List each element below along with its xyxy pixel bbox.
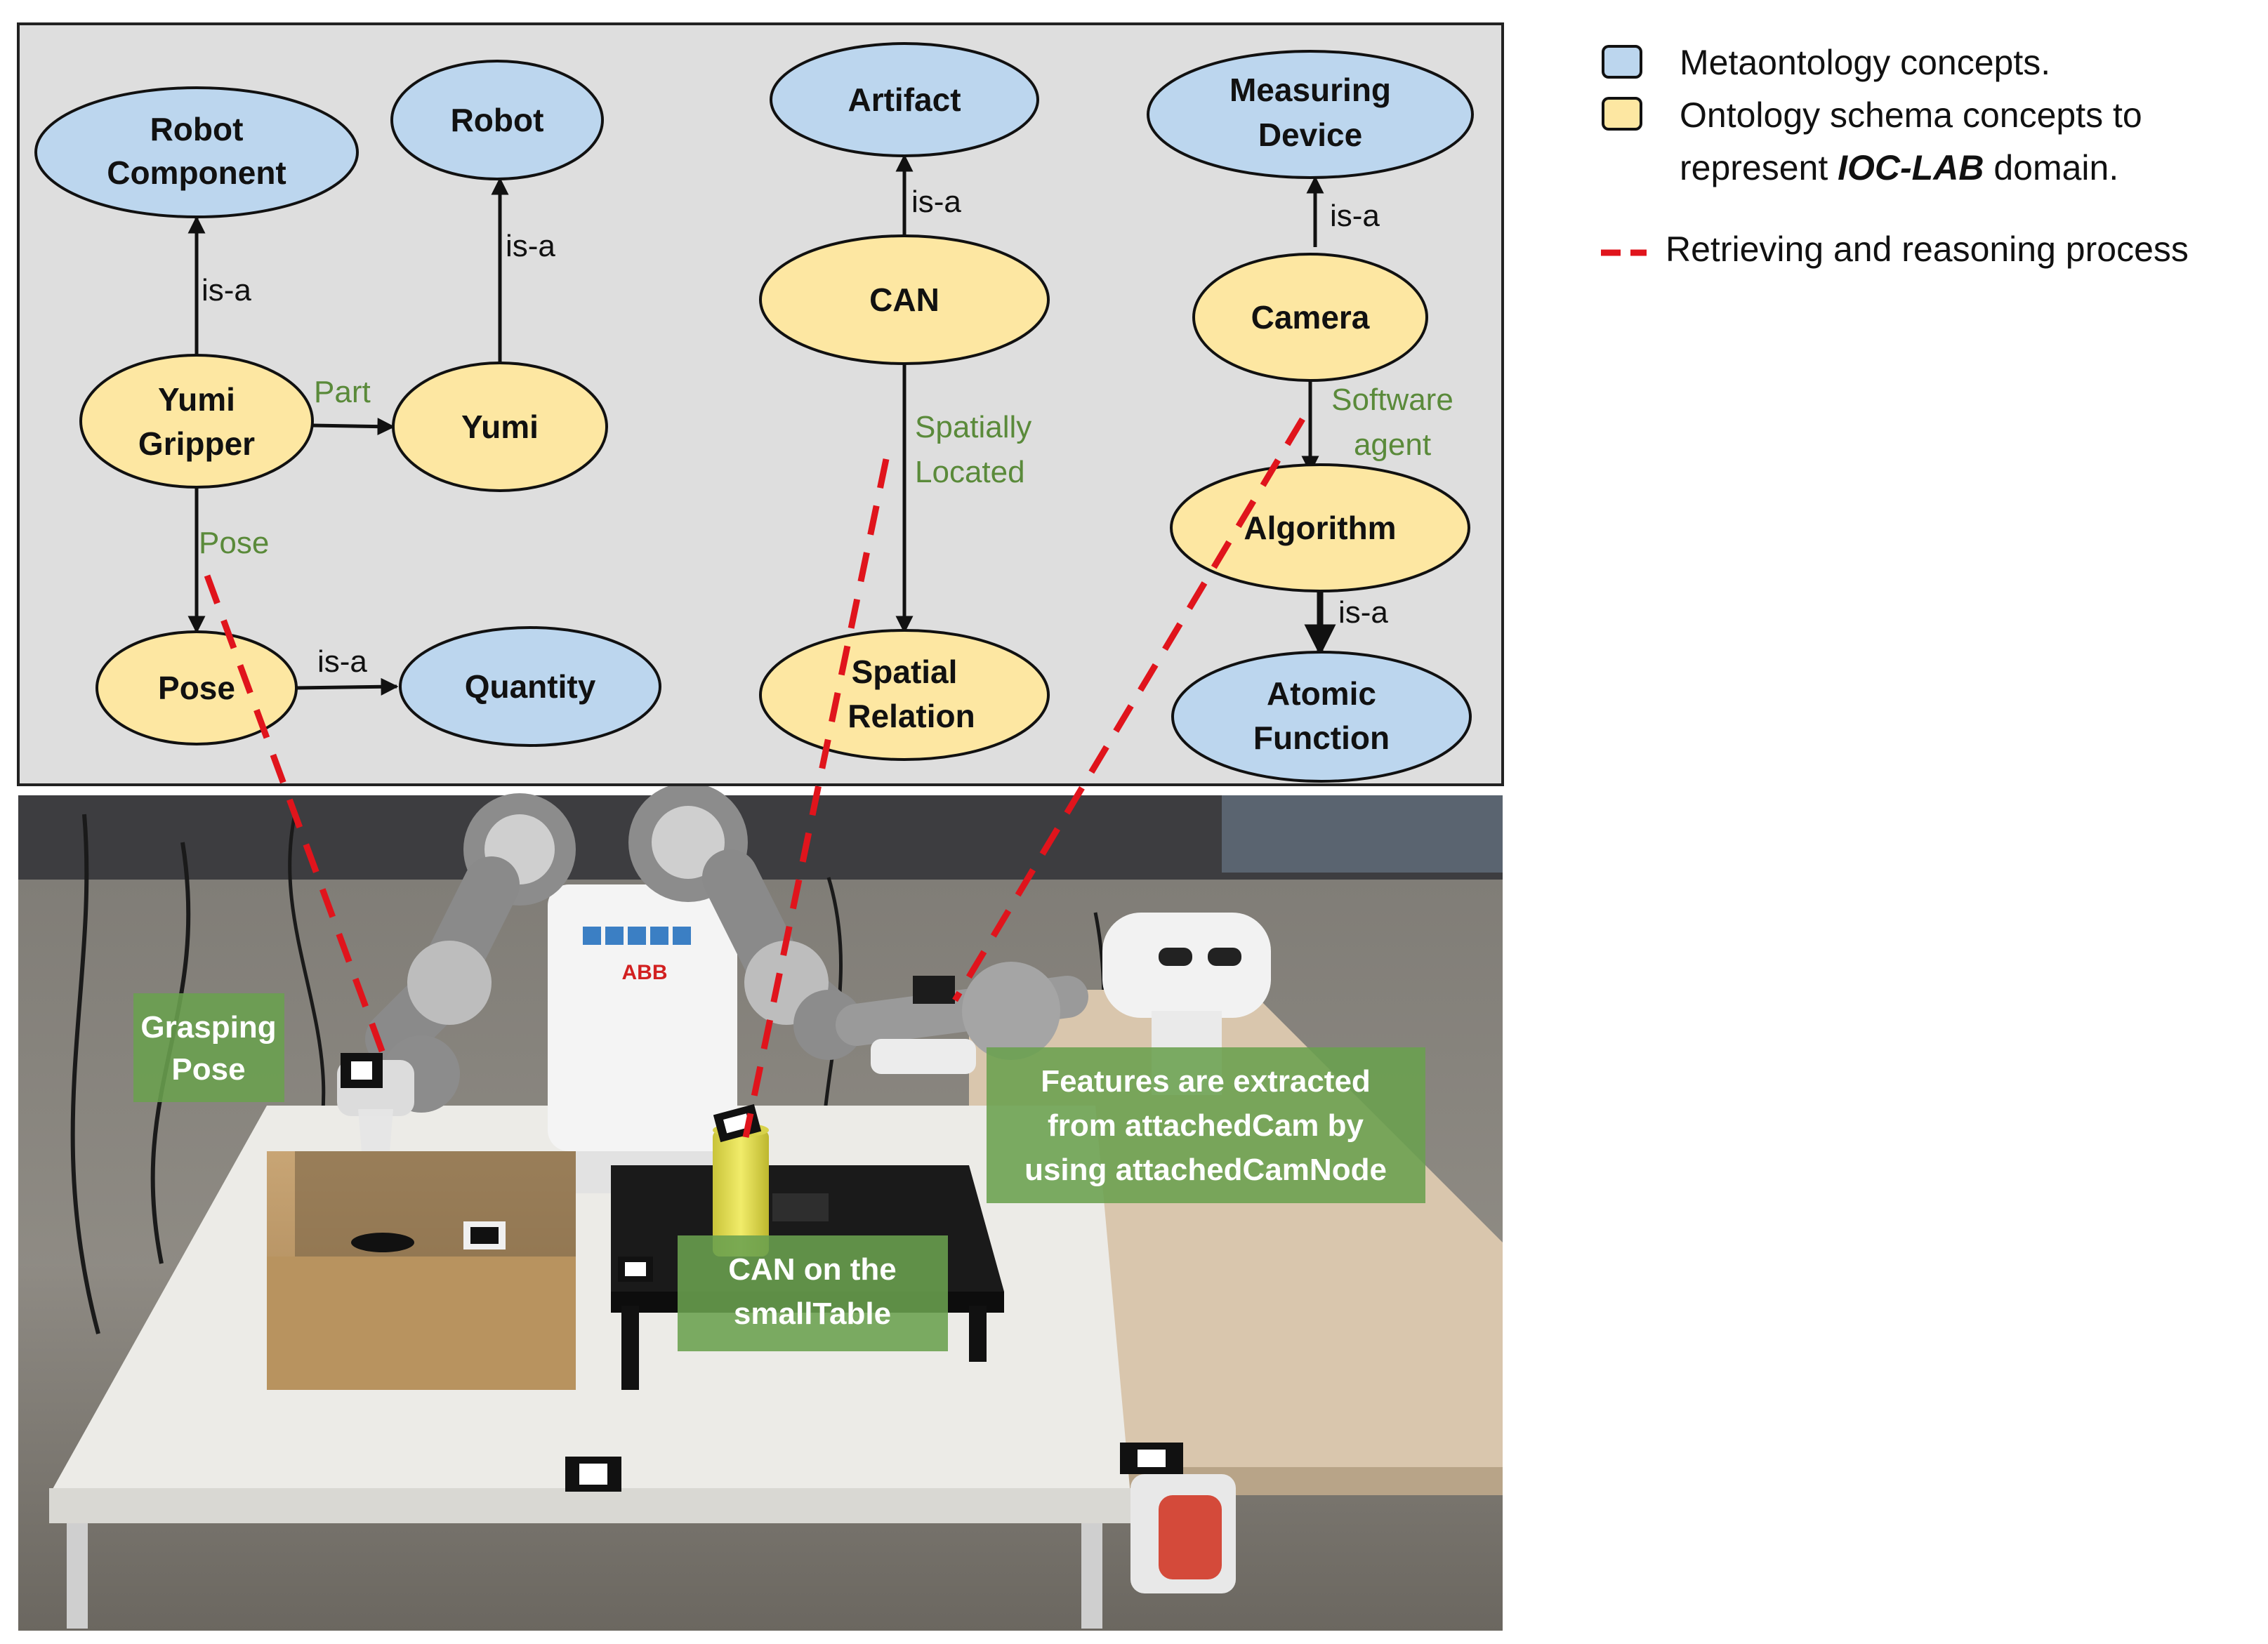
callout-can-line2: smallTable: [734, 1297, 891, 1331]
node-label: Component: [107, 154, 286, 191]
photo-window: [1222, 795, 1503, 873]
node-label: Robot: [150, 111, 244, 147]
callout-features-line1: Features are extracted: [1041, 1064, 1371, 1099]
reasoning-line-grasping: [204, 574, 386, 1054]
robot-logo-squares: [583, 927, 691, 945]
yellow-can: [713, 1103, 769, 1257]
reasoning-lines: [204, 417, 1305, 1138]
edge-label-located: Located: [915, 455, 1025, 489]
node-robot: Robot: [390, 60, 604, 180]
edge-label-isa: is-a: [1338, 595, 1388, 630]
callout-can-on-table: CAN on the smallTable: [678, 1235, 948, 1351]
node-yumi: Yumi: [392, 362, 608, 492]
node-pose: Pose: [95, 630, 298, 745]
edge-label-isa: is-a: [1330, 199, 1380, 233]
callout-can-line1: CAN on the: [728, 1252, 897, 1287]
node-quantity: Quantity: [399, 626, 661, 747]
legend-swatch-schema: [1602, 97, 1642, 131]
node-label: Function: [1253, 720, 1390, 756]
lab-photo: ABB: [18, 783, 1503, 1631]
node-label: Atomic: [1267, 675, 1376, 712]
node-yumi-gripper: Yumi Gripper: [79, 354, 314, 489]
legend-label-schema-line1: Ontology schema concepts to: [1680, 95, 2142, 135]
node-label: Algorithm: [1244, 510, 1396, 546]
callout-grasping-line1: Grasping: [140, 1010, 276, 1045]
node-label: Artifact: [848, 81, 961, 118]
callout-grasping-line2: Pose: [171, 1052, 245, 1087]
edge-label-isa: is-a: [506, 229, 555, 263]
node-algorithm: Algorithm: [1170, 463, 1470, 592]
node-spatial-relation: Spatial Relation: [759, 629, 1050, 761]
cable: [70, 814, 100, 1334]
node-label: Camera: [1251, 299, 1370, 336]
node-label: Relation: [848, 698, 975, 734]
node-camera: Camera: [1192, 253, 1428, 382]
node-label: Yumi: [461, 409, 539, 445]
node-label: CAN: [869, 281, 939, 318]
legend-swatch-meta: [1602, 45, 1642, 79]
node-can: CAN: [759, 234, 1050, 365]
legend-label-reasoning: Retrieving and reasoning process: [1666, 230, 2189, 269]
edge-label-isa: is-a: [911, 185, 961, 219]
node-atomic-function: Atomic Function: [1171, 651, 1472, 783]
node-label: Measuring: [1229, 72, 1391, 108]
main-table-edge: [49, 1488, 1130, 1523]
node-label: Robot: [451, 102, 544, 138]
node-robot-component: Robot Component: [34, 86, 359, 218]
reasoning-line-camera: [952, 417, 1305, 1002]
node-label: Gripper: [138, 425, 255, 462]
edge-label-isa: is-a: [317, 644, 367, 679]
edge-yumi-gripper-part-yumi: [312, 418, 395, 436]
legend-schema-bold: IOC-LAB: [1838, 148, 1984, 187]
callout-features: Features are extracted from attachedCam …: [987, 1047, 1425, 1203]
edge-label-software: Software: [1331, 383, 1453, 417]
edge-label-part: Part: [314, 375, 371, 409]
legend: Metaontology concepts. Ontology schema c…: [1601, 43, 2189, 269]
node-artifact: Artifact: [770, 42, 1039, 157]
legend-label-meta: Metaontology concepts.: [1680, 43, 2050, 82]
callout-features-line3: using attachedCamNode: [1024, 1153, 1387, 1187]
node-label: Yumi: [158, 381, 235, 418]
edge-label-spatially: Spatially: [915, 410, 1031, 444]
ontology-panel: is-a is-a Part Pose is-a is-a Spatially …: [17, 22, 1504, 786]
ontology-edges: [187, 154, 1336, 696]
node-label: Pose: [158, 670, 235, 706]
node-label: Quantity: [465, 668, 596, 705]
callout-grasping-pose: Grasping Pose: [133, 993, 284, 1102]
legend-label-schema-line2: represent IOC-LAB domain.: [1680, 148, 2118, 187]
node-label: Device: [1258, 117, 1362, 153]
node-measuring-device: Measuring Device: [1147, 50, 1474, 179]
abb-logo: ABB: [622, 961, 668, 984]
edge-label-isa: is-a: [202, 273, 251, 307]
callout-features-line2: from attachedCam by: [1048, 1108, 1364, 1143]
yumi-robot: ABB: [337, 783, 1088, 1193]
edge-label-agent: agent: [1354, 427, 1431, 462]
node-label: Spatial: [852, 654, 958, 690]
legend-schema-pre: represent: [1680, 148, 1838, 187]
reasoning-line-can: [742, 458, 890, 1138]
edge-label-pose: Pose: [199, 526, 269, 560]
legend-schema-post: domain.: [1984, 148, 2118, 187]
main-table-leg: [1081, 1523, 1102, 1629]
cardboard-box: [267, 1151, 576, 1390]
main-table-leg: [67, 1523, 88, 1629]
edge-pose-isa-quantity: [296, 677, 399, 696]
